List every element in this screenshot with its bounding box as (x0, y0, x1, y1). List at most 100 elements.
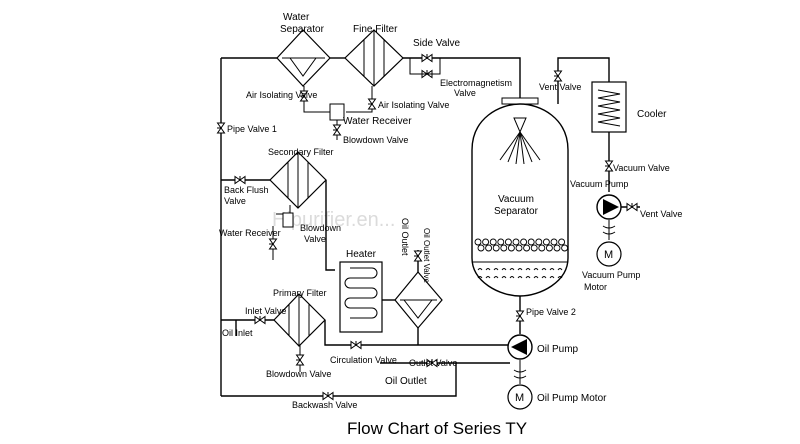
tank-flange (501, 97, 539, 105)
separator-v (289, 57, 317, 77)
label-secondary-filter: Secondary Filter (268, 147, 334, 157)
backwash-valve (322, 391, 334, 400)
label-vacuum-pump-motor-2: Motor (584, 282, 607, 292)
label-pipe-valve-1: Pipe Valve 1 (227, 124, 277, 134)
pipe-filter-to-tank (403, 57, 521, 100)
packing-ring (561, 244, 569, 252)
label-water-separator-2: Separator (280, 24, 325, 35)
label-blowdown-mid-1: Blowdown (300, 223, 341, 233)
packing-ring (500, 244, 508, 252)
spray-nozzle (499, 117, 541, 165)
label-air-isolating-right: Air Isolating Valve (378, 100, 449, 110)
label-back-flush-2: Valve (224, 196, 246, 206)
packing-ring (477, 244, 485, 252)
water-receiver-mid (282, 212, 294, 228)
pipe-valve-1 (216, 122, 225, 134)
label-water-receiver-mid: Water Receiver (219, 228, 281, 238)
packing-ring (492, 244, 500, 252)
bottom-return-pipe (221, 362, 510, 397)
label-electromagnetism-2: Valve (454, 88, 476, 98)
inlet-valve (254, 315, 266, 324)
packing-ring (515, 244, 523, 252)
air-isolating-valve-right (367, 98, 376, 110)
label-oil-outlet-vertical: Oil Outlet (400, 218, 410, 256)
label-heater: Heater (346, 249, 377, 260)
label-blowdown-bottom: Blowdown Valve (266, 369, 331, 379)
packing-ring (545, 244, 553, 252)
vacuum-pump-coupling (602, 225, 616, 235)
water-receiver-top (329, 103, 345, 121)
vacuum-pump-arrow (603, 199, 619, 215)
label-outlet-valve: Outlet Valve (409, 358, 457, 368)
label-circulation-valve: Circulation Valve (330, 355, 397, 365)
label-fine-filter: Fine Filter (353, 24, 398, 35)
label-back-flush-1: Back Flush (224, 185, 269, 195)
pipe-primary-to-pump (324, 320, 510, 346)
label-primary-filter: Primary Filter (273, 288, 327, 298)
label-oil-pump: Oil Pump (537, 344, 579, 355)
circulation-valve (350, 340, 362, 349)
label-vacuum-separator-2: Separator (494, 206, 539, 217)
vent-valve-top (553, 70, 562, 82)
cooler (591, 81, 627, 133)
blowdown-valve-bottom (295, 354, 304, 366)
packing-ring (485, 244, 493, 252)
label-cooler: Cooler (637, 109, 667, 120)
blowdown-valve-top (332, 124, 341, 136)
packing-ring (535, 238, 543, 246)
vacuum-motor-symbol: M (604, 249, 613, 261)
pipe-secondary-to-heater (325, 180, 335, 271)
oil-pump-coupling (513, 369, 527, 379)
packing-ring (520, 238, 528, 246)
vacuum-pump-motor (596, 241, 622, 267)
oil-pump-arrow (511, 339, 527, 355)
label-oil-inlet: Oil Inlet (222, 328, 253, 338)
label-vacuum-pump-motor-1: Vacuum Pump (582, 270, 640, 280)
chart-title: Flow Chart of Series TY (347, 419, 527, 438)
packing-ring (527, 238, 535, 246)
label-electromagnetism-1: Electromagnetism (440, 78, 512, 88)
oil-motor-symbol: M (515, 392, 524, 404)
packing-ring (482, 238, 490, 246)
packing-rings (474, 238, 569, 252)
oil-pump-motor (507, 384, 533, 410)
label-oil-outlet: Oil Outlet (385, 376, 427, 387)
blowdown-valve-mid (268, 238, 277, 250)
packing-ring (523, 244, 531, 252)
label-vacuum-separator-1: Vacuum (498, 194, 534, 205)
label-oil-pump-motor: Oil Pump Motor (537, 393, 607, 404)
packing-ring (558, 238, 566, 246)
label-blowdown-valve-top: Blowdown Valve (343, 135, 408, 145)
label-inlet-valve: Inlet Valve (245, 306, 286, 316)
label-side-valve: Side Valve (413, 38, 461, 49)
electromagnetism-bypass (403, 57, 441, 75)
packing-ring (530, 244, 538, 252)
label-backwash-valve: Backwash Valve (292, 400, 357, 410)
vacuum-valve (604, 160, 613, 172)
packing-ring (512, 238, 520, 246)
side-valve (421, 53, 433, 62)
label-vent-valve-top: Vent Valve (539, 82, 581, 92)
packing-ring (550, 238, 558, 246)
label-pipe-valve-2: Pipe Valve 2 (526, 307, 576, 317)
air-branch-right (346, 86, 373, 113)
packing-ring (507, 244, 515, 252)
vent-valve-right (626, 202, 638, 211)
packing-ring (542, 238, 550, 246)
liquid-wave (477, 276, 563, 279)
label-vent-valve-right: Vent Valve (640, 209, 682, 219)
oil-outlet-valve (413, 250, 422, 262)
cooler-coil (597, 89, 621, 127)
packing-ring (504, 238, 512, 246)
packing-ring (497, 238, 505, 246)
label-blowdown-mid-2: Valve (304, 234, 326, 244)
label-vacuum-pump: Vacuum Pump (570, 179, 628, 189)
liquid-waves (477, 268, 563, 279)
packing-ring (553, 244, 561, 252)
label-water-receiver-top: Water Receiver (343, 116, 412, 127)
heater-coil (344, 267, 378, 319)
label-air-isolating-left: Air Isolating Valve (246, 90, 317, 100)
label-oil-outlet-valve-vertical: Oil Outlet Valve (422, 228, 431, 284)
packing-ring (474, 238, 482, 246)
